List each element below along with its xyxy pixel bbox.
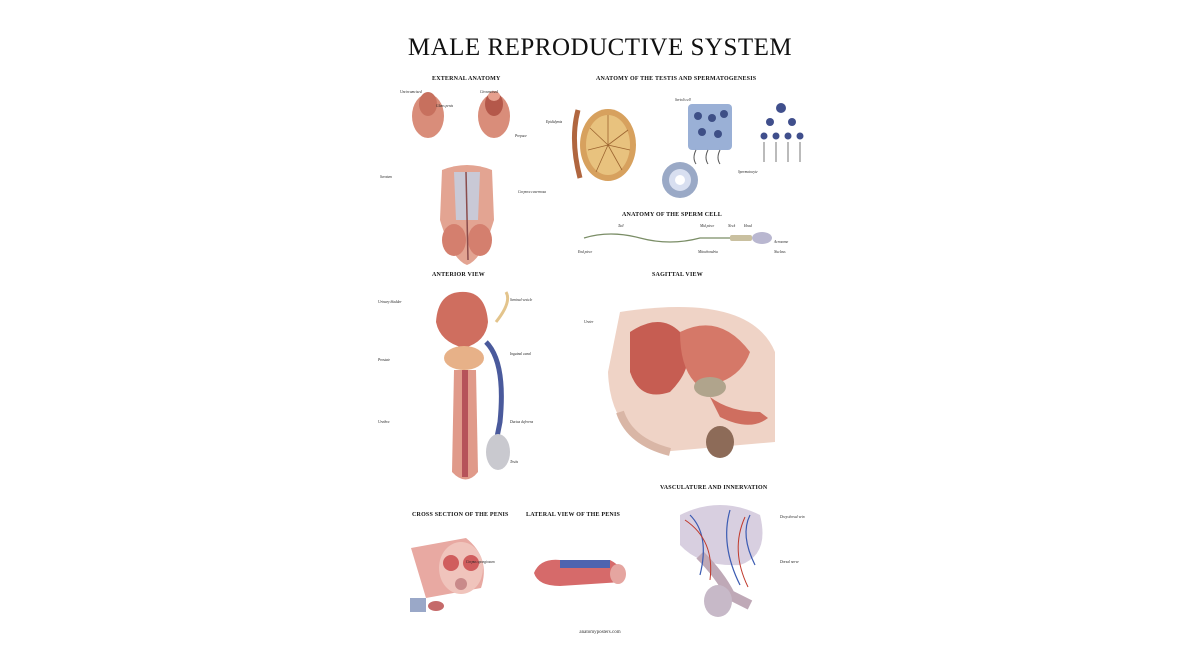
- label-glans-penis: Glans penis: [436, 104, 454, 108]
- label-nerve: Dorsal nerve: [780, 560, 799, 564]
- label-neck: Neck: [728, 224, 736, 228]
- section-title-anterior: ANTERIOR VIEW: [432, 272, 485, 278]
- label-epididymis: Epididymis: [546, 120, 563, 124]
- label-mid-piece: Mid piece: [700, 224, 715, 228]
- label-bladder: Urinary bladder: [378, 300, 402, 304]
- label-urethra: Urethra: [378, 420, 390, 424]
- label-dorsal-vein: Deep dorsal vein: [780, 515, 805, 519]
- label-seminal-vesicle: Seminal vesicle: [510, 298, 533, 302]
- label-vas-deferens: Ductus deferens: [510, 420, 534, 424]
- label-testis: Testis: [510, 460, 519, 464]
- label-prostate: Prostate: [378, 358, 391, 362]
- label-prepuce: Prepuce: [515, 134, 527, 138]
- label-mitochondria: Mitochondria: [698, 250, 718, 254]
- label-sertoli: Sertoli cell: [675, 98, 691, 102]
- label-nucleus: Nucleus: [774, 250, 786, 254]
- vasculature-figure: [660, 495, 780, 620]
- section-title-testis: ANATOMY OF THE TESTIS AND SPERMATOGENESI…: [596, 76, 757, 82]
- sagittal-view-figure: [600, 292, 780, 472]
- section-title-external-anatomy: EXTERNAL ANATOMY: [432, 76, 501, 82]
- label-tail: Tail: [618, 224, 624, 228]
- lateral-view-figure: [530, 548, 630, 598]
- meiosis-cells-figure: [756, 100, 806, 170]
- spermatogenesis-figure: [686, 96, 746, 166]
- label-acrosome: Acrosome: [774, 240, 789, 244]
- footer-site: anatomyposters.com: [579, 630, 621, 635]
- section-title-cross: CROSS SECTION OF THE PENIS: [412, 512, 509, 518]
- label-uncircumcised: Uncircumcised: [400, 90, 422, 94]
- label-head: Head: [744, 224, 752, 228]
- testis-figure: [566, 90, 656, 190]
- label-circumcised: Circumcised: [480, 90, 499, 94]
- label-end-piece: End piece: [578, 250, 593, 254]
- sperm-cell-figure: [580, 222, 780, 252]
- label-corpora-cavernosa: Corpora cavernosa: [518, 190, 547, 194]
- poster: MALE REPRODUCTIVE SYSTEM EXTERNAL ANATOM…: [370, 0, 830, 670]
- label-corpus-spongiosum: Corpus spongiosum: [466, 560, 495, 564]
- section-title-sperm: ANATOMY OF THE SPERM CELL: [622, 212, 722, 218]
- tubule-cross-section: [660, 160, 700, 200]
- external-anatomy-figure: [406, 84, 526, 144]
- cross-section-figure: [406, 528, 516, 618]
- label-spermatocyte: Spermatocyte: [738, 170, 758, 174]
- label-inguinal: Inguinal canal: [510, 352, 532, 356]
- page-title: MALE REPRODUCTIVE SYSTEM: [407, 34, 793, 61]
- label-ureter: Ureter: [584, 320, 594, 324]
- section-title-sagittal: SAGITTAL VIEW: [652, 272, 703, 278]
- anterior-view-figure: [426, 282, 526, 497]
- internal-genital-figure: [422, 160, 512, 270]
- section-title-lateral: LATERAL VIEW OF THE PENIS: [526, 512, 621, 518]
- label-scrotum: Scrotum: [380, 175, 392, 179]
- section-title-vascular: VASCULATURE AND INNERVATION: [660, 485, 768, 491]
